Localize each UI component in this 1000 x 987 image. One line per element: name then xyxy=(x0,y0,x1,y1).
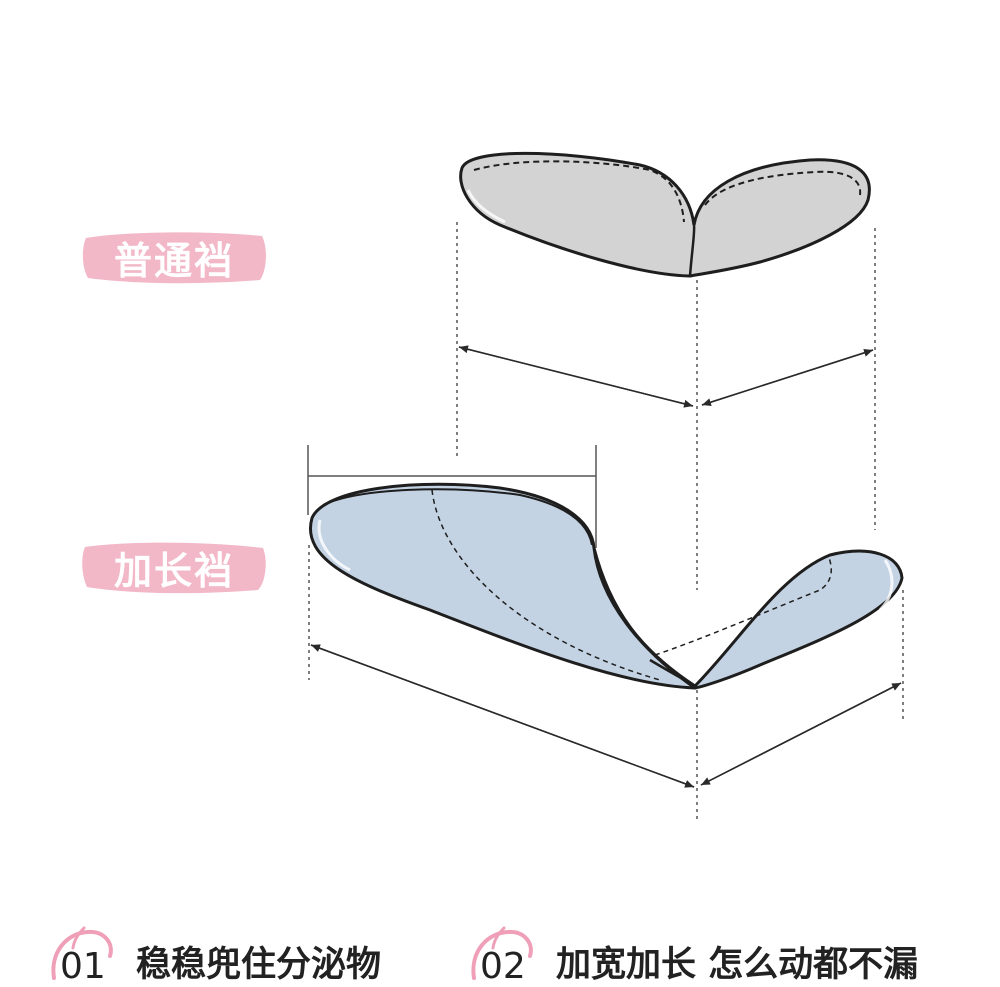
extended-gusset-tag: 加长裆 xyxy=(80,538,268,596)
feature-text: 加宽加长 怎么动都不漏 xyxy=(556,945,919,985)
extended-gusset-label: 加长裆 xyxy=(113,548,234,593)
regular-gusset-tag: 普通裆 xyxy=(80,228,268,286)
feature-number: 01 xyxy=(60,946,106,987)
feature-item: 01 稳稳兜住分泌物 xyxy=(44,918,381,987)
circle-swirl-icon xyxy=(471,926,533,980)
brush-stroke-background xyxy=(82,232,266,284)
regular-dimension-lines xyxy=(456,222,876,590)
extended-gusset-shape xyxy=(309,482,904,690)
feature-number-badge: 02 xyxy=(464,918,542,987)
brush-stroke-background xyxy=(82,542,266,594)
feature-item: 02 加宽加长 怎么动都不漏 xyxy=(464,918,918,987)
circle-swirl-icon xyxy=(51,926,113,980)
regular-gusset-shape xyxy=(459,151,871,278)
feature-number-badge: 01 xyxy=(44,918,122,987)
feature-number: 02 xyxy=(480,946,526,987)
regular-gusset-label: 普通裆 xyxy=(113,238,234,283)
feature-text: 稳稳兜住分泌物 xyxy=(136,945,382,985)
extended-dimension-lines xyxy=(307,445,904,820)
